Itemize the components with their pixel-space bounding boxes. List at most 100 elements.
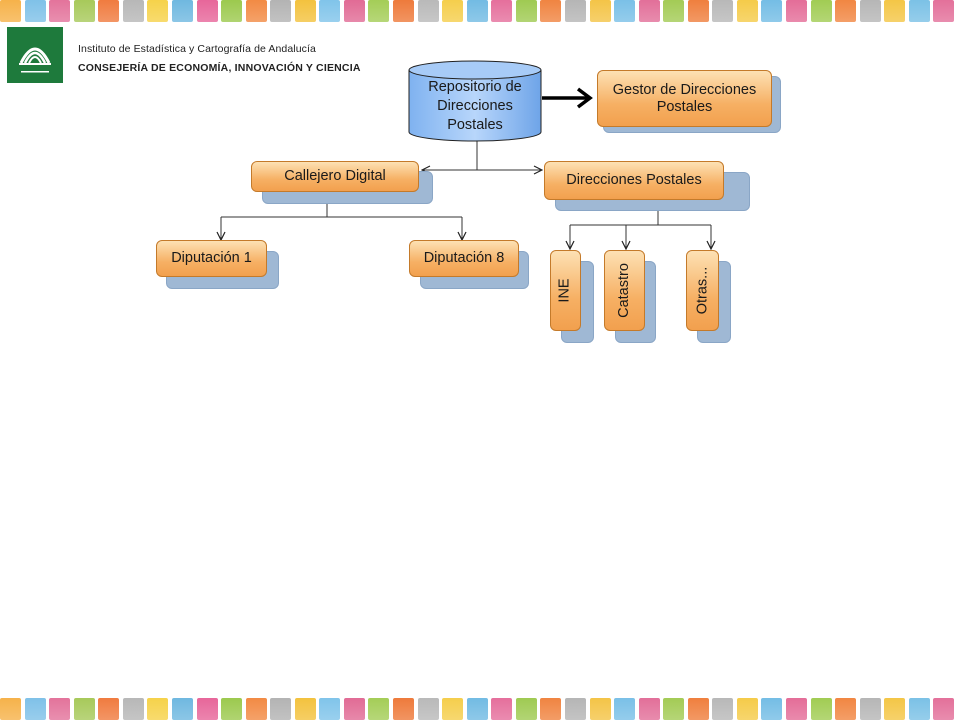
stripe-tile [810, 0, 832, 22]
stripe-tile [73, 0, 95, 22]
stripe-tile [270, 0, 292, 22]
stripe-tile [442, 698, 464, 720]
bottom-color-stripe [0, 698, 960, 720]
stripe-tile [687, 698, 709, 720]
otras-node: Otras... [686, 250, 719, 331]
gestor-node: Gestor de Direcciones Postales [597, 70, 772, 127]
diputacion1-node: Diputación 1 [156, 240, 267, 277]
stripe-tile [491, 0, 513, 22]
stripe-tile [933, 0, 955, 22]
stripe-tile [294, 0, 316, 22]
stripe-tile [466, 698, 488, 720]
stripe-tile [589, 0, 611, 22]
stripe-tile [687, 0, 709, 22]
stripe-tile [761, 698, 783, 720]
callejero-node: Callejero Digital [251, 161, 419, 192]
stripe-tile [196, 698, 218, 720]
stripe-tile [319, 698, 341, 720]
stripe-tile [270, 698, 292, 720]
ine-label: INE [556, 278, 573, 303]
stripe-tile [515, 698, 537, 720]
stripe-tile [761, 0, 783, 22]
repositorio-label: Repositorio de Direcciones Postales [428, 79, 522, 133]
stripe-tile [712, 698, 734, 720]
stripe-tile [49, 698, 71, 720]
stripe-tile [245, 698, 267, 720]
stripe-tile [564, 698, 586, 720]
stripe-tile [884, 0, 906, 22]
stripe-tile [884, 698, 906, 720]
diputacion1-label: Diputación 1 [171, 250, 252, 266]
stripe-tile [171, 698, 193, 720]
stripe-tile [393, 698, 414, 720]
stripe-tile [736, 0, 758, 22]
stripe-tile [368, 698, 390, 720]
stripe-tile [466, 0, 488, 22]
stripe-tile [196, 0, 218, 22]
connector-direcciones-fuentes [570, 200, 711, 249]
stripe-tile [147, 0, 169, 22]
stripe-tile [171, 0, 193, 22]
stripe-tile [147, 698, 169, 720]
stripe-tile [0, 0, 21, 22]
callejero-label: Callejero Digital [284, 168, 386, 184]
direcciones-node: Direcciones Postales [544, 161, 724, 200]
direcciones-label: Direcciones Postales [566, 172, 702, 188]
stripe-tile [908, 0, 930, 22]
stripe-tile [540, 0, 562, 22]
institute-name: Instituto de Estadística y Cartografía d… [78, 43, 316, 55]
stripe-tile [245, 0, 267, 22]
stripe-tile [343, 0, 365, 22]
stripe-tile [442, 0, 464, 22]
stripe-tile [122, 698, 144, 720]
stripe-tile [417, 698, 439, 720]
stripe-tile [393, 0, 414, 22]
diputacion8-label: Diputación 8 [423, 250, 505, 266]
stripe-tile [491, 698, 513, 720]
stripe-tile [663, 698, 685, 720]
catastro-label: Catastro [616, 263, 632, 318]
stripe-tile [859, 698, 881, 720]
diputacion8-node: Diputación 8 [409, 240, 519, 277]
stripe-tile [712, 0, 734, 22]
repositorio-cylinder-icon [408, 60, 542, 142]
consejeria-name: CONSEJERÍA DE ECONOMÍA, INNOVACIÓN Y CIE… [78, 62, 361, 74]
stripe-tile [24, 698, 46, 720]
stripe-tile [736, 698, 758, 720]
connector-repositorio-split [422, 140, 542, 170]
junta-andalucia-logo [7, 27, 63, 83]
stripe-tile [540, 698, 562, 720]
stripe-tile [417, 0, 439, 22]
stripe-tile [908, 698, 930, 720]
stripe-tile [786, 0, 807, 22]
stripe-tile [294, 698, 316, 720]
otras-label: Otras... [694, 266, 711, 315]
stripe-tile [368, 0, 390, 22]
stripe-tile [98, 698, 120, 720]
stripe-tile [835, 698, 857, 720]
stripe-tile [49, 0, 71, 22]
stripe-tile [933, 698, 955, 720]
stripe-tile [0, 698, 21, 720]
stripe-tile [786, 698, 807, 720]
stripe-tile [73, 698, 95, 720]
stripe-tile [343, 698, 365, 720]
stripe-tile [122, 0, 144, 22]
stripe-tile [319, 0, 341, 22]
stripe-tile [98, 0, 120, 22]
ine-node: INE [550, 250, 581, 331]
stripe-tile [638, 698, 660, 720]
top-color-stripe [0, 0, 960, 22]
stripe-tile [589, 698, 611, 720]
stripe-tile [810, 698, 832, 720]
stripe-tile [221, 0, 243, 22]
catastro-node: Catastro [604, 250, 645, 331]
stripe-tile [24, 0, 46, 22]
stripe-tile [564, 0, 586, 22]
stripe-tile [859, 0, 881, 22]
stripe-tile [614, 0, 636, 22]
stripe-tile [614, 698, 636, 720]
stripe-tile [515, 0, 537, 22]
stripe-tile [221, 698, 243, 720]
